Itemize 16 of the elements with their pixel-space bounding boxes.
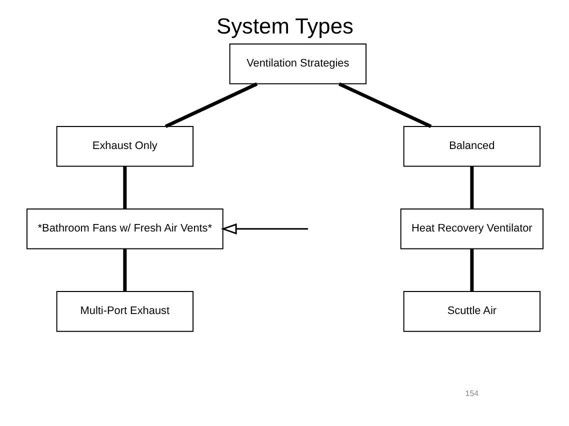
node-box: Exhaust Only xyxy=(56,126,194,167)
arrow xyxy=(220,223,308,234)
label: 154 xyxy=(464,388,478,398)
node-box: Ventilation Strategies xyxy=(228,43,366,84)
connector xyxy=(122,249,126,292)
connector xyxy=(470,166,474,209)
connector xyxy=(338,82,432,128)
node-box: Scuttle Air xyxy=(402,291,540,332)
node-box: Balanced xyxy=(402,126,540,167)
node-box: *Bathroom Fans w/ Fresh Air Vents* xyxy=(26,208,223,250)
connector xyxy=(122,166,126,209)
connector xyxy=(164,82,258,128)
connector xyxy=(470,249,474,292)
node-box: Heat Recovery Ventilator xyxy=(400,208,544,250)
node-box: Multi-Port Exhaust xyxy=(56,291,194,332)
diagram-title: System Types xyxy=(216,14,353,39)
